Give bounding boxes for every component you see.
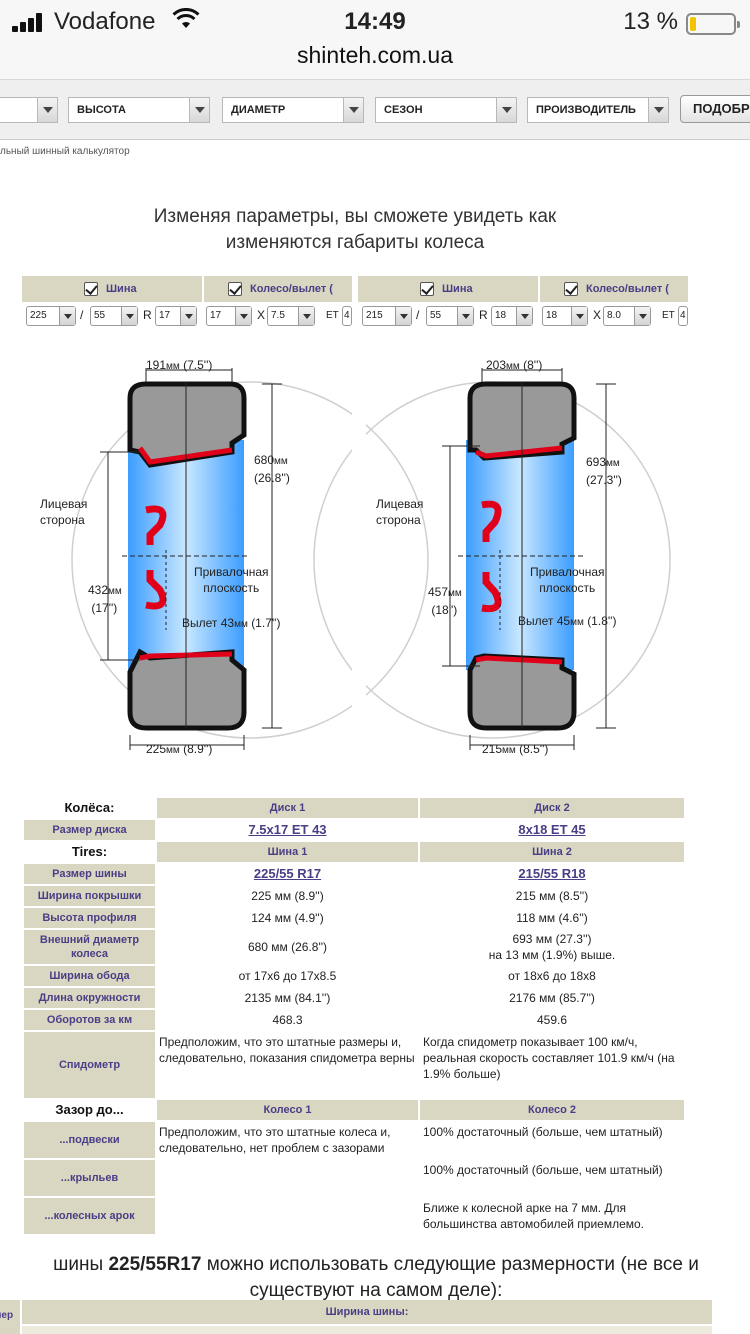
table-row: Ширина покрышки 225 мм (8.9'') 215 мм (8… [24, 886, 684, 906]
wheel2-param-bar: Шина Колесо/вылет ( [358, 276, 688, 302]
wifi-icon [172, 8, 200, 28]
tire1-link[interactable]: 225/55 R17 [253, 866, 322, 881]
wheel1-param-bar: Шина Колесо/вылет ( [22, 276, 352, 302]
wheel1-bottom-width: 225мм (8.9'') [146, 742, 213, 756]
mount-plane-label: Привалочная плоскость [194, 565, 269, 595]
table-row: Зазор до... Колесо 1 Колесо 2 [24, 1100, 684, 1120]
carrier-name: Vodafone [54, 8, 156, 35]
table-row: Оборотов за км 468.3 459.6 [24, 1010, 684, 1030]
wheel-label: Колесо/вылет ( [586, 283, 669, 295]
wheel1-profile [100, 368, 282, 750]
table-row: Tires: Шина 1 Шина 2 [24, 842, 684, 862]
status-bar: Vodafone 14:49 13 % shinteh.com.ua [0, 0, 750, 80]
offset-select[interactable]: 4 [678, 306, 688, 326]
table-row: Внешний диаметр колеса 680 мм (26.8'') 6… [24, 930, 684, 964]
wheel-diagrams [71, 368, 671, 750]
filter-height-select[interactable]: ВЫСОТА [68, 97, 210, 123]
pick-button[interactable]: ПОДОБР [680, 95, 750, 123]
face-side-label: Лицевая сторона [40, 497, 88, 527]
mount-plane-label: Привалочная плоскость [530, 565, 605, 595]
filter-width-select[interactable] [0, 97, 58, 123]
filter-manufacturer-select[interactable]: ПРОИЗВОДИТЕЛЬ [527, 97, 669, 123]
tire-label: Шина [106, 283, 137, 295]
chevron-down-icon [648, 98, 668, 122]
tire-checkbox[interactable] [420, 282, 434, 296]
rim-width-select[interactable]: 8.0 [603, 306, 651, 326]
table-row: Спидометр Предположим, что это штатные р… [24, 1032, 684, 1098]
rim-diameter-select[interactable]: 18 [542, 306, 588, 326]
wheel-checkbox[interactable] [228, 282, 242, 296]
tire-profile-select[interactable]: 55 [90, 306, 138, 326]
filter-season-select[interactable]: СЕЗОН [375, 97, 517, 123]
rim-width-select[interactable]: 7.5 [267, 306, 315, 326]
signal-icon [12, 12, 48, 32]
wheel1-top-width: 191мм (7.5'') [146, 358, 213, 372]
chevron-down-icon [37, 98, 57, 122]
wheel1-outer-diameter: 680мм(26.8'') [254, 453, 290, 485]
sizes-table-row [22, 1326, 712, 1334]
chevron-down-icon [343, 98, 363, 122]
clearance-rows: ...подвески ...крыльев ...колесных арок … [24, 1122, 684, 1234]
breadcrumb[interactable]: льный шинный калькулятор [0, 146, 130, 157]
page-title: Изменяя параметры, вы сможете увидеть ка… [153, 206, 557, 253]
sizes-row-header: мер [0, 1300, 20, 1334]
battery-icon [686, 13, 740, 35]
disk2-link[interactable]: 8x18 ET 45 [518, 822, 586, 837]
wheel-label: Колесо/вылет ( [250, 283, 333, 295]
tire-diameter-select[interactable]: 18 [491, 306, 533, 326]
chevron-down-icon [496, 98, 516, 122]
table-row: Высота профиля 124 мм (4.9'') 118 мм (4.… [24, 908, 684, 928]
tire-width-select[interactable]: 225 [26, 306, 76, 326]
wheel2-top-width: 203мм (8'') [486, 358, 543, 372]
table-row: Колёса: Диск 1 Диск 2 [24, 798, 684, 818]
tire-width-select[interactable]: 215 [362, 306, 412, 326]
wheel1-offset: Вылет 43мм (1.7'') [182, 616, 281, 630]
table-row: Размер диска 7.5x17 ET 43 8x18 ET 45 [24, 820, 684, 840]
tire-label: Шина [442, 283, 473, 295]
chevron-down-icon [189, 98, 209, 122]
filter-toolbar: ВЫСОТА ДИАМЕТР СЕЗОН ПРОИЗВОДИТЕЛЬ ПОДОБ… [0, 80, 750, 140]
face-side-label: Лицевая сторона [376, 497, 424, 527]
table-row: Длина окружности 2135 мм (84.1'') 2176 м… [24, 988, 684, 1008]
disk1-link[interactable]: 7.5x17 ET 43 [248, 822, 327, 837]
clock: 14:49 [344, 8, 406, 35]
battery-percent: 13 % [623, 8, 678, 35]
sizes-table-header: Ширина шины: [22, 1300, 712, 1324]
address-bar[interactable]: shinteh.com.ua [297, 42, 453, 68]
wheel1-rim-diameter: 432мм (17'') [88, 583, 122, 615]
wheel2-outer-diameter: 693мм(27.3'') [586, 455, 622, 487]
wheel2-offset: Вылет 45мм (1.8'') [518, 614, 617, 628]
wheel2-rim-diameter: 457мм (18'') [428, 585, 462, 617]
wheel2-profile [442, 368, 616, 750]
tire-checkbox[interactable] [84, 282, 98, 296]
wheel2-bottom-width: 215мм (8.5'') [482, 742, 549, 756]
sizes-title: шины 225/55R17 можно использовать следую… [53, 1254, 699, 1301]
tire-profile-select[interactable]: 55 [426, 306, 474, 326]
offset-select[interactable]: 4 [342, 306, 352, 326]
table-row: Размер шины 225/55 R17 215/55 R18 [24, 864, 684, 884]
filter-diameter-select[interactable]: ДИАМЕТР [222, 97, 364, 123]
wheel1-circle [71, 381, 429, 739]
wheel-checkbox[interactable] [564, 282, 578, 296]
table-row: Ширина обода от 17x6 до 17x8.5 от 18x6 д… [24, 966, 684, 986]
rim-diameter-select[interactable]: 17 [206, 306, 252, 326]
tire-diameter-select[interactable]: 17 [155, 306, 197, 326]
tire2-link[interactable]: 215/55 R18 [518, 866, 586, 881]
